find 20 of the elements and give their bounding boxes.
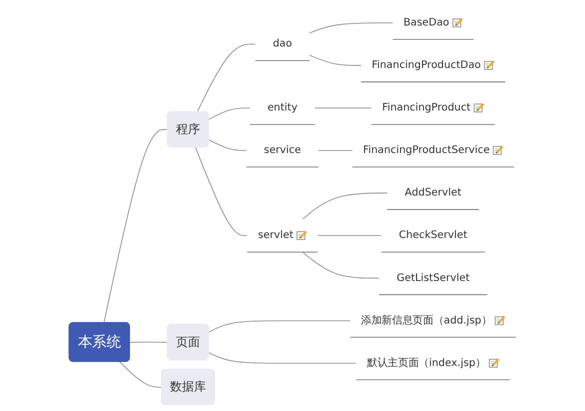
- connector-line: [318, 150, 353, 151]
- topic-box: 页面: [166, 324, 210, 360]
- connector-line: [196, 44, 256, 112]
- central-topic-box: 本系统: [68, 322, 130, 362]
- connector-line: [130, 342, 168, 343]
- connector-line: [302, 252, 380, 279]
- connector-line: [309, 54, 362, 66]
- connector-line: [195, 146, 248, 236]
- connector-line: [119, 361, 162, 388]
- connector-line: [104, 129, 168, 324]
- connector-line: [208, 140, 247, 151]
- topic-box: 数据库: [160, 368, 216, 406]
- connector-line: [208, 320, 351, 332]
- topic-box: 程序: [166, 111, 210, 148]
- connector-line: [317, 235, 382, 236]
- connector-line: [302, 192, 388, 220]
- branch-label: servlet: [246, 218, 318, 253]
- connector-line: [309, 22, 394, 34]
- connector-line: [208, 108, 250, 120]
- connector-line: [208, 352, 357, 364]
